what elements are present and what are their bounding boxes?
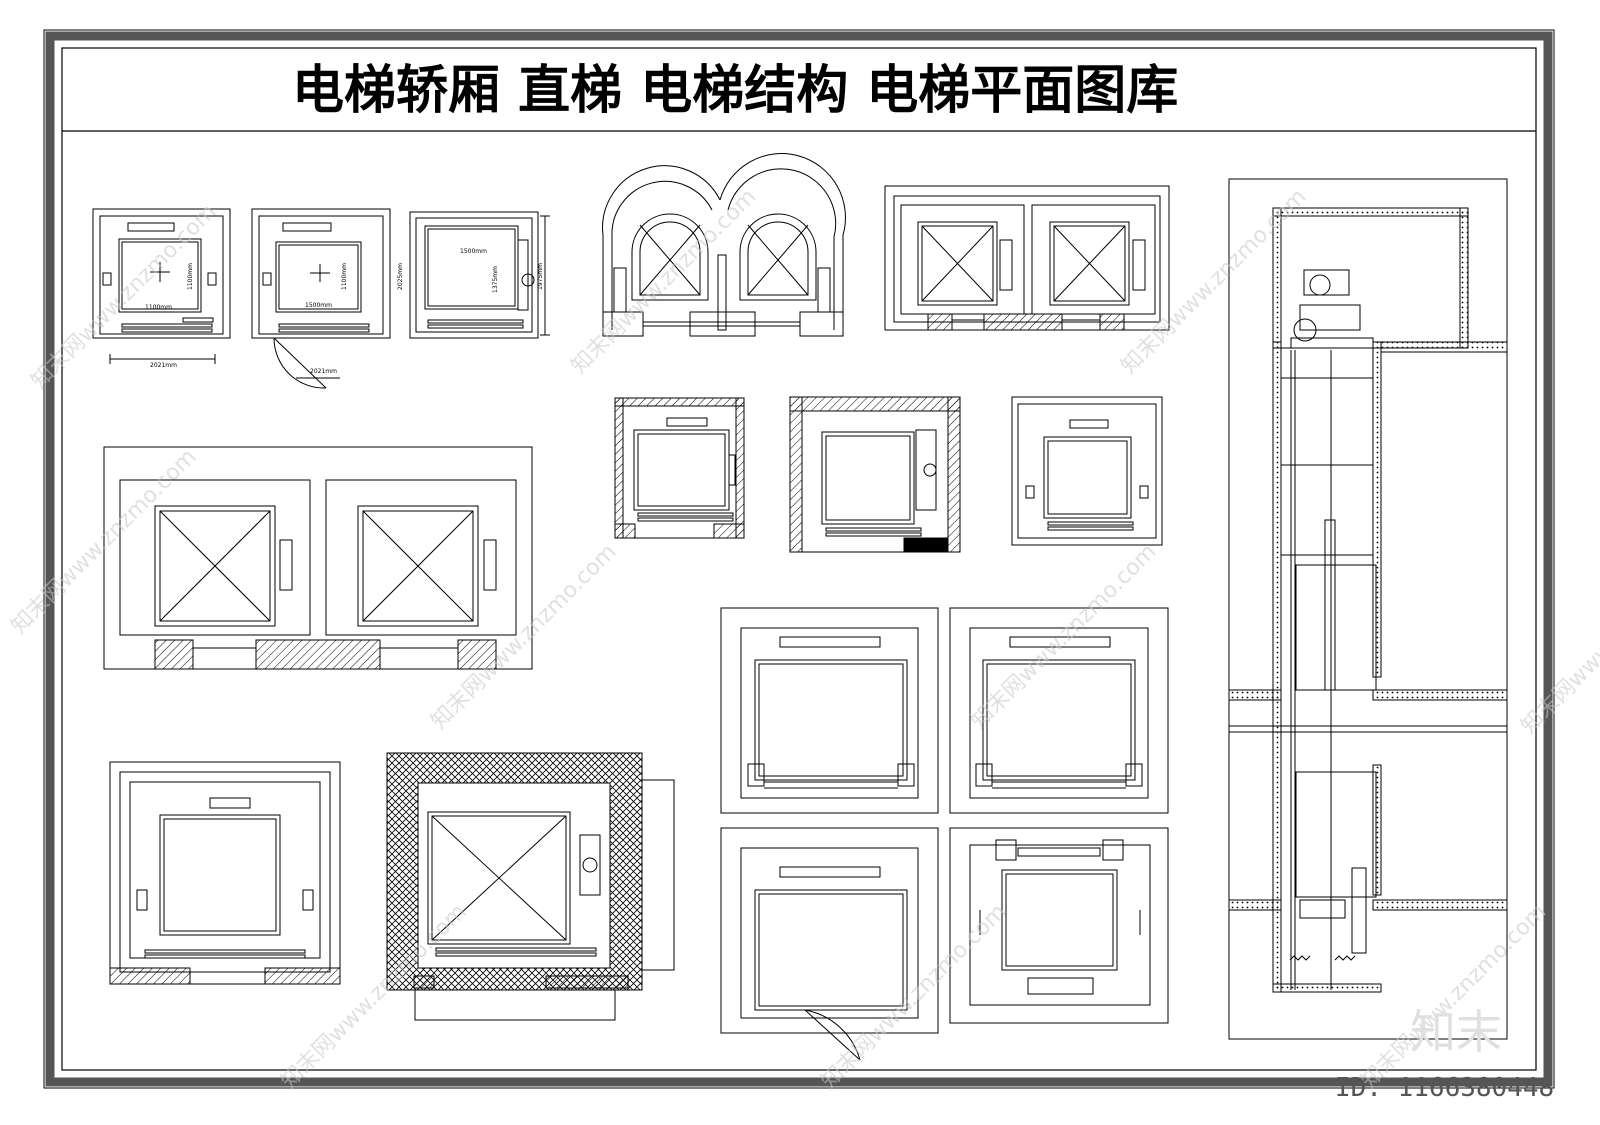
watermark-text-10: 知末网www.znzmo.com xyxy=(1357,899,1552,1094)
plan1-depth-label: 1100mm xyxy=(187,263,194,290)
twin-elevators-top xyxy=(884,185,1170,331)
shaft-plan-hatched-2 xyxy=(789,396,961,553)
watermark-text-2: 知末网www.znzmo.com xyxy=(567,184,762,379)
watermark-text-5: 知末网www.znzmo.com xyxy=(427,539,622,734)
elevator-plan-grid-1 xyxy=(720,607,939,814)
watermark-text-3: 知末网www.znzmo.com xyxy=(1117,184,1312,379)
elevator-plan-grid-3 xyxy=(720,827,939,1061)
plan2-width-label: 1500mm xyxy=(305,302,332,309)
elevator-plan-1 xyxy=(92,208,231,364)
watermark-text-6: 知末网www.znzmo.com xyxy=(967,539,1162,734)
plan1-width-label: 1100mm xyxy=(145,304,172,311)
plan3-width-label: 1500mm xyxy=(460,248,487,255)
plan2-depth-label: 1100mm xyxy=(341,263,348,290)
elevator-plan-bottom-left xyxy=(109,761,341,985)
plan1-overall-label: 2021mm xyxy=(150,362,177,369)
twin-elevators-large xyxy=(103,446,533,670)
sheet-title: 电梯轿厢 直梯 电梯结构 电梯平面图库 xyxy=(292,61,1178,121)
elevator-plan-crosshatched xyxy=(386,752,675,1021)
elevator-plan-2 xyxy=(251,208,391,389)
image-id-label: ID: 1166380448 xyxy=(1335,1073,1554,1103)
shaft-plan-hatched-1 xyxy=(614,397,745,539)
elevator-plan-3 xyxy=(409,211,550,339)
shaft-plan-3 xyxy=(1011,396,1163,546)
watermark-text-7: 知末网www.znzmo.com xyxy=(1517,544,1600,739)
plan3-overall-label-1: 2025mm xyxy=(397,263,404,290)
elevator-shaft-section xyxy=(1228,178,1508,1040)
arched-elevator-pair xyxy=(602,153,846,337)
watermark-logo: 知末 xyxy=(1410,1005,1502,1059)
watermark-text-1: 知末网www.znzmo.com xyxy=(27,199,222,394)
sheet-frame xyxy=(43,29,1555,1089)
elevator-plan-grid-4 xyxy=(949,827,1169,1024)
plan3-depth-label: 1375mm xyxy=(492,266,499,293)
watermark-text-8: 知末网www.znzmo.com xyxy=(277,899,472,1094)
plan3-overall-label-2: 1975mm xyxy=(537,263,544,290)
watermark-text-9: 知末网www.znzmo.com xyxy=(817,899,1012,1094)
plan2-overall-label: 2021mm xyxy=(310,368,337,375)
elevator-plan-grid-2 xyxy=(949,607,1169,814)
